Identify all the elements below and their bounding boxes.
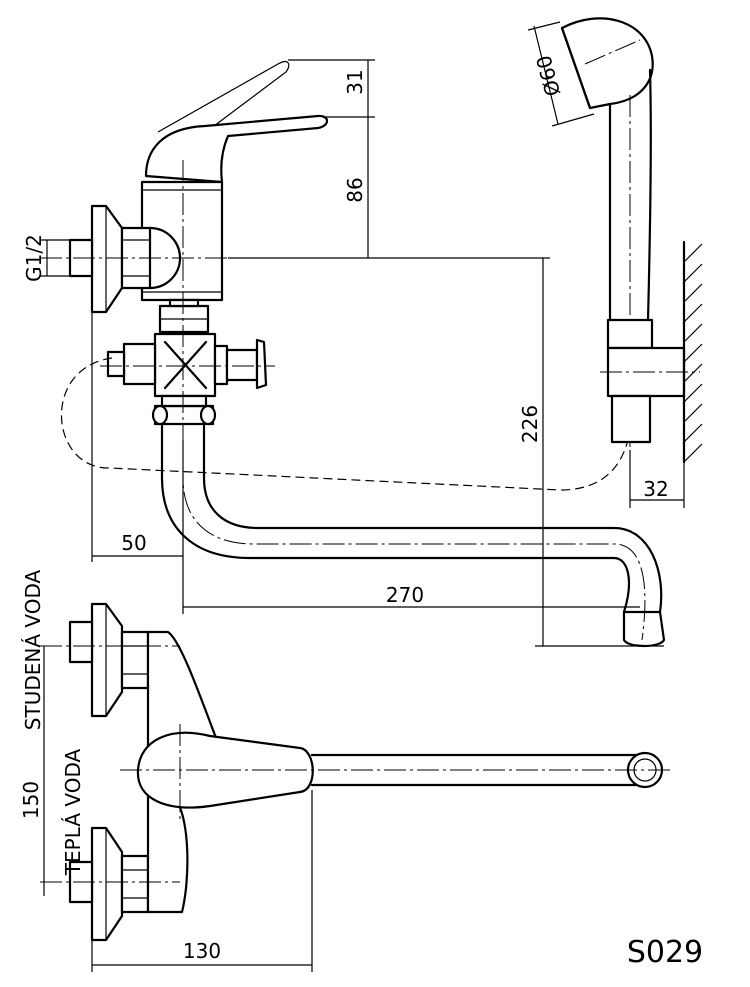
- spout-front: [310, 753, 642, 787]
- dim-270: 270: [386, 583, 424, 607]
- shower-hose: [608, 68, 652, 322]
- cold-water-label: STUDENÁ VODA: [21, 569, 45, 730]
- side-dimensions: 31 86 226 50 270 G1/2: [22, 59, 664, 647]
- hot-water-label: TEPLÁ VODA: [61, 749, 85, 877]
- dim-130: 130: [183, 939, 221, 963]
- dim-31: 31: [343, 69, 367, 94]
- hot-flange: [90, 826, 124, 942]
- swing-arc: [60, 357, 629, 491]
- wall-hatching: [683, 243, 703, 463]
- spout: [160, 424, 631, 614]
- dim-150: 150: [19, 781, 43, 819]
- shower-head: [560, 17, 654, 110]
- product-code: S029: [627, 935, 703, 970]
- dim-32: 32: [643, 477, 668, 501]
- hex-nut-side: [120, 226, 152, 290]
- dim-86: 86: [343, 177, 367, 202]
- shower-head-view: Ø60 32: [527, 17, 703, 508]
- mixer-lever: [144, 114, 329, 184]
- front-view: STUDENÁ VODA TEPLÁ VODA 150 130: [19, 569, 670, 972]
- side-view: [40, 60, 666, 648]
- cold-flange: [90, 602, 124, 718]
- dim-226: 226: [518, 405, 542, 443]
- wall-bracket: [606, 318, 654, 350]
- dim-diameter: Ø60: [531, 53, 565, 99]
- thread-label: G1/2: [22, 234, 46, 282]
- dim-50: 50: [121, 531, 146, 555]
- wall-flange-side: [90, 204, 124, 314]
- lever-top-edge: [157, 60, 290, 133]
